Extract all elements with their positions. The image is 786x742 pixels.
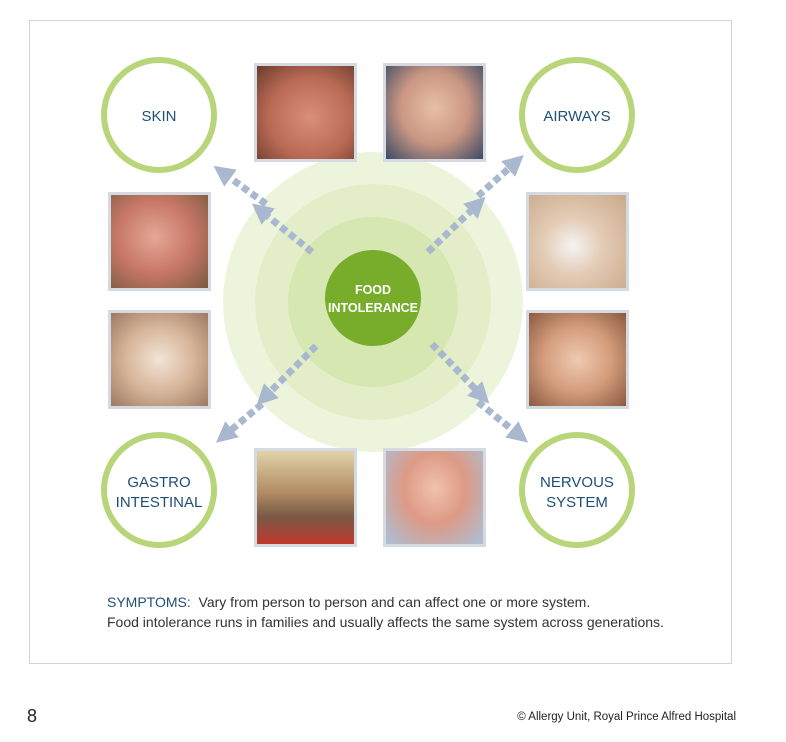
center-label-line1: FOOD [355,283,391,297]
label-airways: AIRWAYS [543,108,610,125]
copyright-credit: © Allergy Unit, Royal Prince Alfred Hosp… [517,711,736,723]
center-node [325,250,421,346]
system-nervous: NERVOUS SYSTEM [519,432,635,548]
photo-woman-sneezing [526,192,629,291]
center-label-line2: INTOLERANCE [328,301,418,315]
system-airways: AIRWAYS [519,57,635,173]
arrow-airways-outer [475,154,524,199]
ring-nervous [519,432,635,548]
photo-baby-rubbing-eyes [383,63,486,162]
arrow-nervous-outer [475,399,529,443]
arrows [213,154,529,443]
ring-skin [101,57,217,173]
label-gastro-line2: INTESTINAL [116,494,203,511]
arrow-skin-inner [251,203,315,255]
ring-airways [519,57,635,173]
photo-crying-baby [383,448,486,547]
system-skin: SKIN [101,57,217,173]
arrow-skin-outer [213,165,269,207]
label-nervous-line2: SYSTEM [546,494,608,511]
symptoms-caption: SYMPTOMS: Vary from person to person and… [107,592,707,632]
caption-lead: SYMPTOMS: [107,594,191,610]
arrow-gastro-inner [256,343,319,406]
photo-skin-rash-torso [254,63,357,162]
caption-line2: Food intolerance runs in families and us… [107,614,664,630]
photo-toddler-on-potty [254,448,357,547]
caption-line1-rest: Vary from person to person and can affec… [190,594,591,610]
label-gastro-line1: GASTRO [127,474,190,491]
arrow-airways-inner [425,196,486,255]
caption-line1: SYMPTOMS: Vary from person to person and… [107,592,707,612]
system-gastro: GASTRO INTESTINAL [101,432,217,548]
label-nervous-line1: NERVOUS [540,474,614,491]
arrow-nervous-inner [429,341,490,404]
photo-woman-headache [526,310,629,409]
photo-child-facial-rash [108,192,211,291]
photo-woman-stomach-pain [108,310,211,409]
page-number: 8 [27,706,38,726]
label-skin: SKIN [141,108,176,125]
ring-gastro [101,432,217,548]
arrow-gastro-outer [215,401,265,443]
